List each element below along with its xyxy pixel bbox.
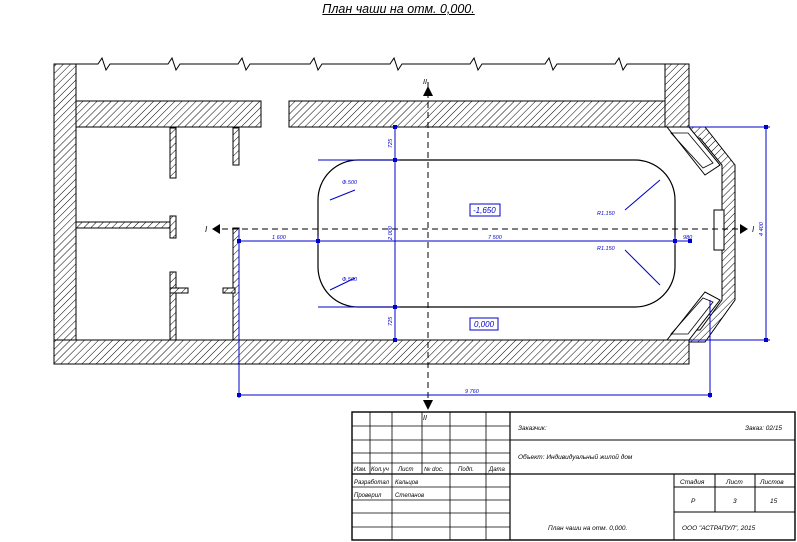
sheet-value: 3 (733, 498, 737, 505)
section-mark-right: I (752, 225, 755, 234)
partition-5 (169, 271, 177, 341)
section-arrow-left (212, 224, 220, 234)
stage-label: Стадия (680, 478, 705, 486)
partition-1 (169, 127, 177, 179)
sheets-value: 15 (770, 498, 778, 505)
partition-8 (222, 287, 236, 294)
hdr-sign: Подп. (458, 467, 474, 473)
dim-7500: 7 500 (488, 235, 503, 241)
section-mark-top: II (423, 79, 427, 86)
hdr-list: Лист (397, 467, 413, 473)
window-lower (665, 291, 721, 341)
dim-1600: 1 600 (272, 235, 287, 241)
dim-4400: 4 400 (759, 221, 765, 236)
object-name: Объект: Индивидуальный жилой дом (518, 453, 633, 461)
dimension-labels: 1 600 7 500 980 9 760 4 400 2 000 725 72… (272, 138, 765, 395)
title-block-text: Заказчик: Заказ: 02/15 Объект: Индивидуа… (354, 425, 784, 532)
section-mark-bottom: II (423, 415, 427, 422)
order-number: Заказ: 02/15 (745, 425, 782, 432)
hdr-kol: Кол.уч (371, 467, 389, 473)
dim-725-bottom: 725 (388, 316, 394, 326)
wall-bottom (53, 339, 690, 365)
company-name: ООО "АСТРАПУЛ", 2015 (682, 525, 756, 532)
level-bottom: -1,650 (473, 206, 496, 215)
window-upper-inner (670, 132, 714, 169)
radius-c2: Ф.500 (342, 277, 358, 283)
customer-label: Заказчик: (518, 425, 547, 432)
level-box-top (469, 317, 499, 331)
window-upper (665, 126, 721, 176)
wall-left (53, 63, 77, 365)
dimension-ticks (237, 125, 768, 397)
developed-label: Разработал (354, 480, 390, 486)
section-arrow-right (740, 224, 748, 234)
window-middle (713, 209, 725, 251)
sheet-title: План чаши на отм. 0,000. (548, 525, 627, 532)
break-line (76, 56, 665, 72)
dim-2000: 2 000 (388, 225, 394, 241)
radius-r2: R1.150 (597, 246, 616, 252)
dim-9760: 9 760 (465, 389, 480, 395)
section-arrow-bottom (423, 400, 433, 410)
hdr-doc: № doc. (424, 466, 444, 473)
hdr-izm: Изм. (354, 467, 367, 473)
dim-980: 980 (683, 235, 693, 241)
dimension-lines (238, 126, 770, 398)
partition-4 (169, 215, 177, 239)
checked-label: Проверил (354, 493, 382, 499)
checked-name: Степанов (395, 493, 424, 499)
level-top: 0,000 (474, 320, 495, 329)
stage-value: Р (691, 498, 696, 505)
drawing-title: План чаши на отм. 0,000. (322, 2, 475, 16)
walls (53, 63, 736, 365)
wall-top-right (288, 100, 690, 128)
wall-right-upper (664, 63, 690, 128)
dim-725-top: 725 (388, 138, 394, 148)
wall-top-left (75, 100, 262, 128)
window-lower-inner (670, 297, 714, 335)
radius-c1: Ф.500 (342, 180, 358, 186)
level-box-bottom (469, 203, 501, 217)
partition-7 (232, 227, 240, 341)
hdr-date: Дата (488, 467, 505, 473)
section-arrow-top (423, 86, 433, 96)
developed-name: Кальцов (395, 480, 418, 486)
section-mark-left: I (205, 225, 208, 234)
pool-bowl (317, 159, 676, 308)
partition-6 (169, 287, 189, 294)
radius-r1: R1.150 (597, 211, 616, 217)
partition-2 (232, 127, 240, 166)
sheets-label: Листов (759, 479, 784, 486)
partition-3 (75, 221, 177, 229)
sheet-label: Лист (725, 479, 743, 486)
title-block (351, 411, 796, 541)
